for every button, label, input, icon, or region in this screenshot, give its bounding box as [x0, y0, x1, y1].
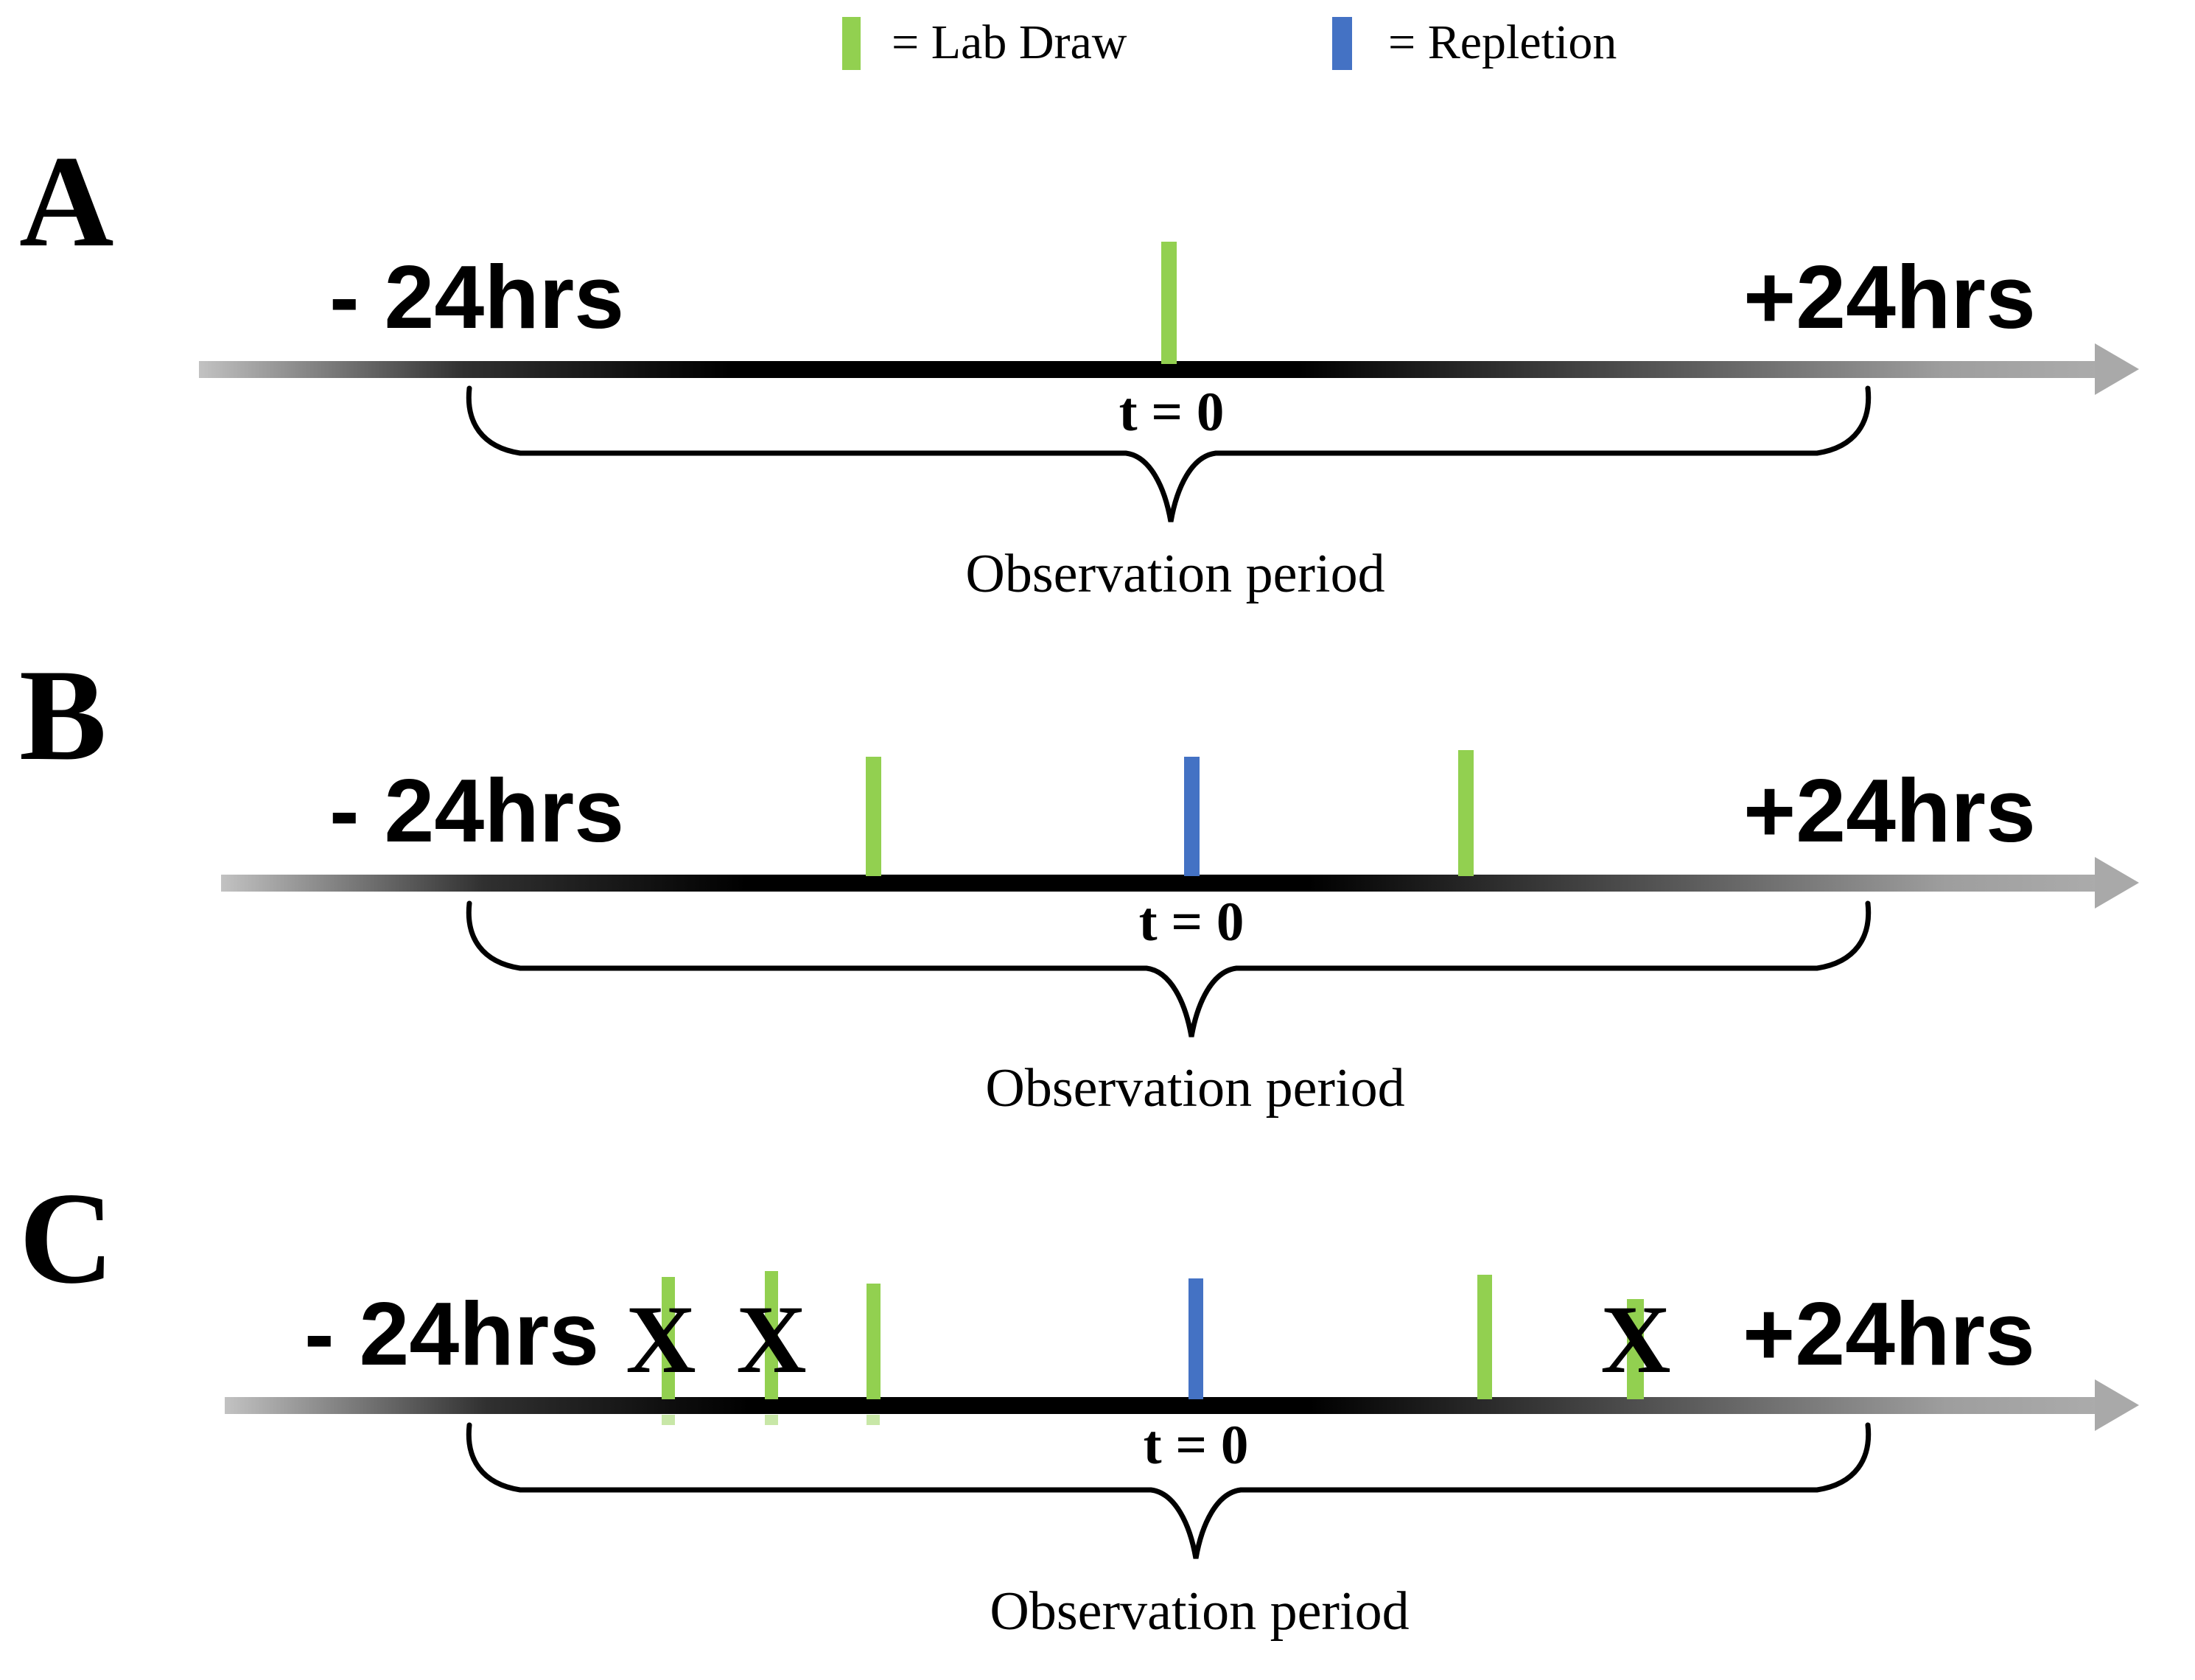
panel-a-minus24-label: - 24hrs [329, 247, 625, 347]
panel-a-t0-label: t = 0 [1118, 382, 1225, 443]
lab-draw-tick-stub [662, 1415, 675, 1425]
repletion-swatch-icon [1332, 17, 1352, 70]
x-mark: X [1600, 1285, 1671, 1393]
lab-draw-tick [662, 1277, 675, 1399]
panel-b-t0-label: t = 0 [1138, 892, 1244, 953]
panel-b-observation-label: Observation period [985, 1058, 1405, 1119]
panel-c-t0-label: t = 0 [1143, 1415, 1249, 1476]
repletion-tick [1188, 1278, 1203, 1399]
repletion-tick [1184, 757, 1200, 876]
panel-a-plus24-label: +24hrs [1743, 247, 2036, 347]
lab-draw-tick [765, 1271, 778, 1399]
panel-c-observation-brace [466, 1422, 1872, 1559]
x-mark: X [736, 1285, 807, 1393]
panel-a-observation-label: Observation period [965, 544, 1385, 604]
repletion-legend-label: = Repletion [1388, 15, 1617, 69]
panel-c-label: C [19, 1165, 114, 1311]
lab-draw-tick [866, 757, 881, 876]
panel-a-timeline [199, 361, 2096, 378]
panel-a-arrowhead-icon [2095, 343, 2139, 395]
panel-b-label: B [19, 642, 107, 788]
panel-b-plus24-label: +24hrs [1743, 760, 2036, 861]
panel-a-observation-brace [466, 385, 1872, 522]
panel-b-arrowhead-icon [2095, 857, 2139, 909]
panel-c-plus24-label: +24hrs [1743, 1284, 2035, 1384]
x-mark: X [626, 1285, 696, 1393]
panel-a-label: A [19, 128, 114, 274]
panel-c-arrowhead-icon [2095, 1379, 2139, 1431]
lab-draw-tick [1458, 750, 1474, 876]
lab-draw-tick [1477, 1275, 1492, 1399]
lab-draw-tick [1161, 242, 1177, 364]
lab-draw-swatch-icon [842, 17, 861, 70]
lab-draw-tick [867, 1284, 881, 1399]
lab-draw-tick [1627, 1299, 1644, 1399]
panel-b-observation-brace [466, 900, 1872, 1037]
panel-c-timeline [225, 1397, 2096, 1414]
panel-b-timeline [221, 875, 2096, 892]
panel-c-minus24-label: - 24hrs [304, 1284, 600, 1384]
lab-draw-legend-label: = Lab Draw [892, 15, 1127, 69]
lab-draw-tick-stub [765, 1415, 778, 1425]
lab-draw-tick-stub [867, 1415, 880, 1425]
panel-c-observation-label: Observation period [990, 1581, 1410, 1642]
panel-b-minus24-label: - 24hrs [329, 760, 625, 861]
